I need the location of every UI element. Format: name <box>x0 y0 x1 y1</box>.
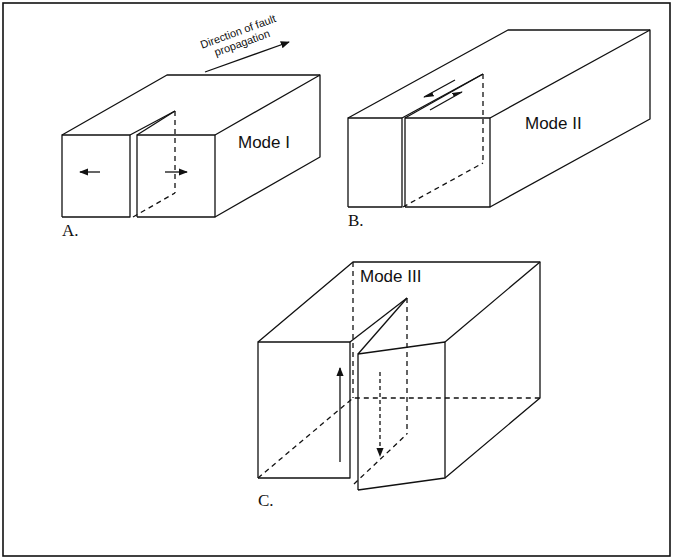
mode-label: Mode II <box>525 115 582 134</box>
mode-one-blocks <box>62 42 320 217</box>
panel-letter: C. <box>258 492 274 511</box>
frame-border <box>3 3 670 556</box>
panel-letter: A. <box>62 222 79 241</box>
mode-three-blocks <box>258 262 540 490</box>
mode-label: Mode III <box>360 268 421 287</box>
panel-letter: B. <box>348 212 364 231</box>
propagation-note: Direction of fault propagation <box>189 9 291 66</box>
mode-label: Mode I <box>238 134 290 153</box>
mode-two-blocks <box>348 30 650 207</box>
